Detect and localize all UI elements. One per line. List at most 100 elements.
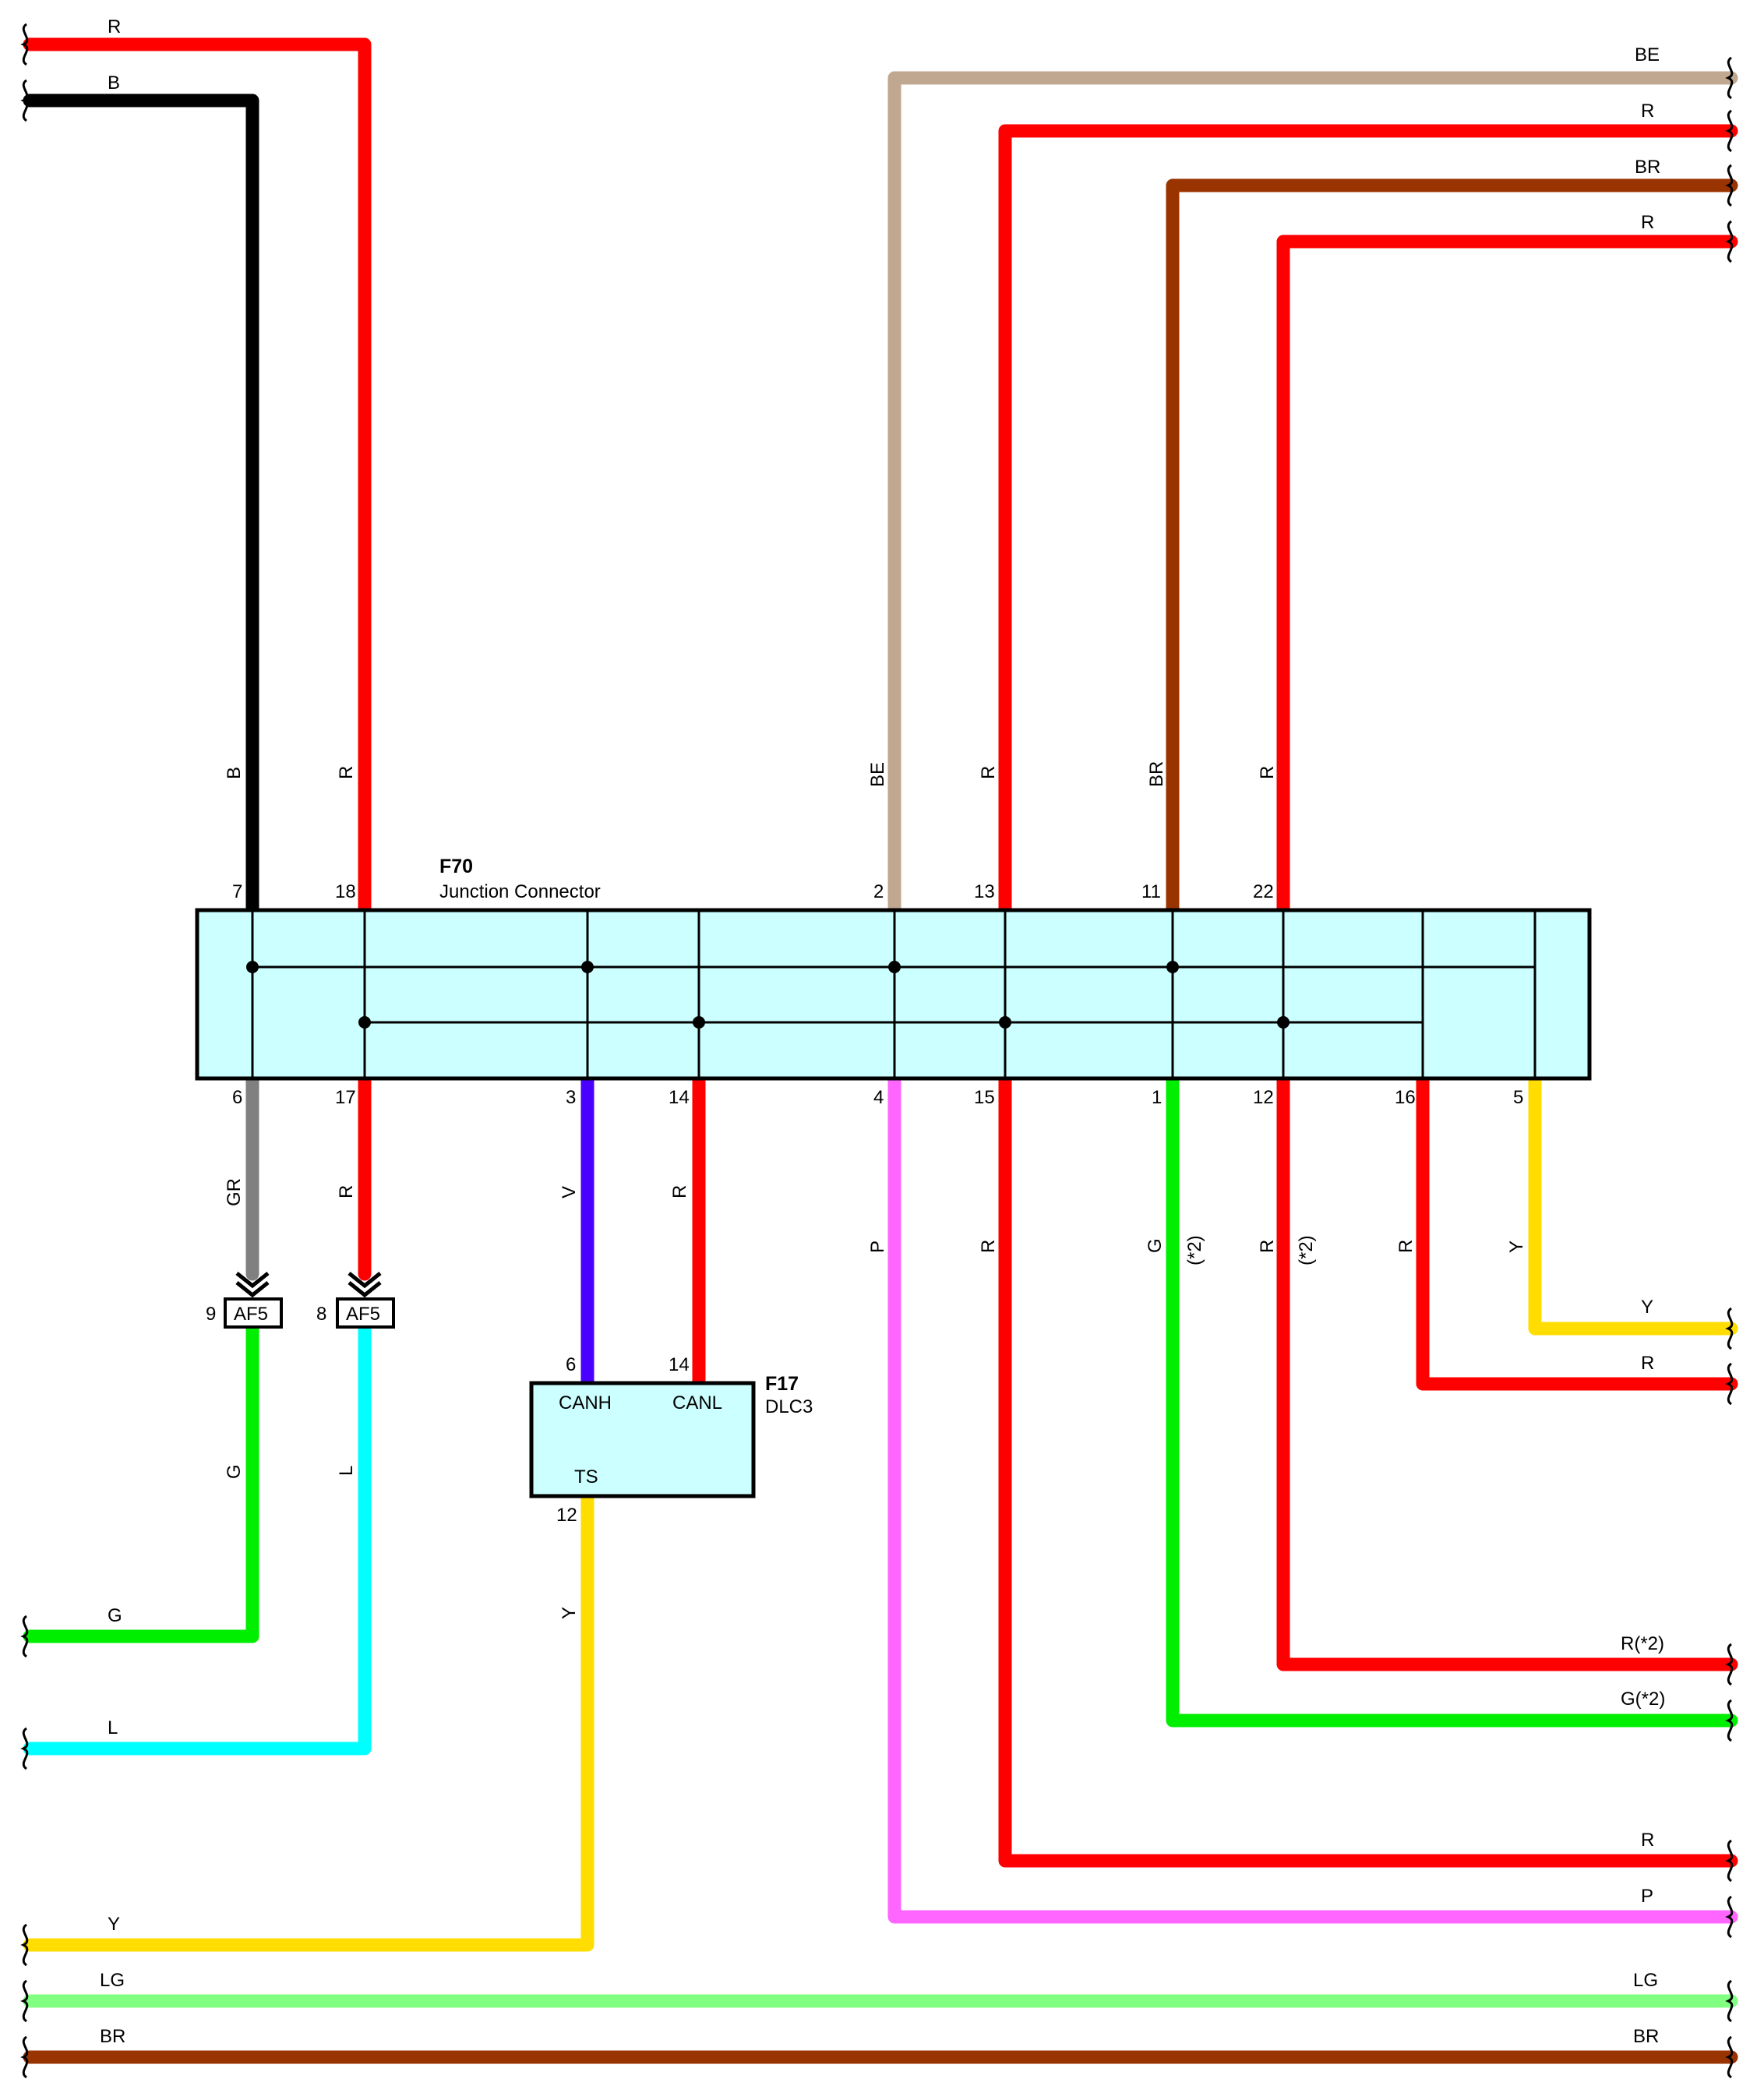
wire-label-pin5: Y: [1506, 1241, 1527, 1253]
break-right-1: [1725, 109, 1734, 153]
af5-left-chevron-1: [235, 1281, 270, 1298]
f70-pin-4: 4: [873, 1087, 884, 1108]
break-right-8: [1725, 1839, 1734, 1883]
wire-label-pin13: R: [978, 766, 999, 779]
break-left-4: [20, 1923, 29, 1967]
break-right-11: [1725, 2035, 1734, 2079]
break-right-7: [1725, 1699, 1734, 1742]
break-right-3: [1725, 220, 1734, 263]
wire-label-pin2: BE: [867, 762, 888, 787]
break-right-2: [1725, 164, 1734, 207]
f17-canl-label: CANL: [672, 1392, 722, 1414]
af5-right-label: AF5: [346, 1304, 380, 1325]
wire-label-top-right-r2: R: [1641, 212, 1654, 233]
wire-label-bottom-left-y: Y: [108, 1914, 120, 1935]
wire-label-pin1: G: [1145, 1238, 1166, 1253]
break-right-5: [1725, 1362, 1734, 1406]
break-left-2: [20, 1615, 29, 1658]
wire-af5-9-g: [23, 1320, 259, 1643]
wire-label-pin15: R: [978, 1240, 999, 1253]
wire-label-right-p: P: [1641, 1886, 1653, 1907]
wire-pin16-r: [1416, 1071, 1738, 1391]
break-right-10: [1725, 1979, 1734, 2023]
af5-pin-8: 8: [316, 1304, 326, 1325]
wire-label-pin4: P: [867, 1241, 888, 1253]
break-left-3: [20, 1727, 29, 1770]
wire-pin4-p: [887, 1071, 1738, 1924]
f70-junction-dot-6: [999, 1016, 1011, 1029]
wire-label-pin6: GR: [224, 1178, 245, 1206]
af5-pin-9: 9: [206, 1304, 216, 1325]
wire-label-ts-out: Y: [559, 1607, 580, 1619]
wire-label-right-r-low: R: [1641, 1830, 1654, 1851]
wire-pin12-r: [1276, 1071, 1738, 1671]
break-right-6: [1725, 1643, 1734, 1686]
af5-left-chevron-0: [235, 1272, 270, 1289]
wire-top-left-r: [23, 37, 372, 917]
break-right-4: [1725, 1307, 1734, 1350]
f70-pin-13: 13: [974, 881, 995, 902]
f17-pin-12: 12: [556, 1505, 577, 1526]
wire-label-pin11: BR: [1146, 761, 1167, 787]
break-left-1: [20, 79, 29, 122]
break-right-0: [1725, 56, 1734, 100]
f70-pin-5: 5: [1513, 1087, 1523, 1108]
wire-top-left-b: [23, 94, 259, 917]
wire-pin5-y: [1528, 1071, 1738, 1336]
break-left-5: [20, 1979, 29, 2023]
wire-top-right-br: [1166, 178, 1738, 917]
f70-pin-14: 14: [669, 1087, 690, 1108]
wire-label-top-right-br: BR: [1635, 157, 1660, 178]
wire-label-pin12: R: [1257, 1240, 1278, 1253]
f70-pin-1: 1: [1152, 1087, 1162, 1108]
f17-canh-label: CANH: [559, 1392, 612, 1414]
wire-label-af5-8-out: L: [336, 1466, 357, 1476]
af5-connector-right: [336, 1297, 395, 1329]
wire-label-top-left-b: B: [108, 72, 120, 94]
f70-pin-16: 16: [1395, 1087, 1416, 1108]
wire-label-right-g2: G(*2): [1621, 1689, 1665, 1710]
f17-dlc3-connector: [529, 1381, 756, 1498]
f70-pin-6: 6: [232, 1087, 242, 1108]
wire-label-left-l: L: [108, 1717, 118, 1738]
f70-pin-3: 3: [566, 1087, 576, 1108]
f70-pin-7: 7: [232, 881, 242, 902]
f70-pin-2: 2: [873, 881, 884, 902]
wire-label-pin22: R: [1257, 766, 1278, 779]
f70-pin-12: 12: [1253, 1087, 1274, 1108]
wire-label-right-r: R: [1641, 1353, 1654, 1374]
af5-left-label: AF5: [234, 1304, 268, 1325]
wire-label-top-right-r1: R: [1641, 101, 1654, 122]
wire-label-pin17: R: [336, 1185, 357, 1198]
f17-name-label: DLC3: [765, 1396, 813, 1417]
wire-ts-y: [23, 1489, 594, 1952]
f70-pin-15: 15: [974, 1087, 995, 1108]
wire-label-top-left-r: R: [108, 16, 121, 37]
wires-layer: [23, 37, 1738, 2064]
f70-pin-11: 11: [1141, 881, 1161, 902]
wire-label-br-right: BR: [1633, 2026, 1659, 2047]
wire-pin15-r: [998, 1071, 1738, 1868]
wire-label-lg-left: LG: [100, 1970, 125, 1991]
wire-label-lg-right: LG: [1633, 1970, 1658, 1991]
wire-top-right-r2: [1276, 235, 1738, 917]
f17-ts-label: TS: [574, 1466, 598, 1488]
wire-label-left-g: G: [108, 1605, 122, 1626]
f70-internal-wiring: [246, 912, 1536, 1077]
f70-junction-dot-5: [693, 1016, 705, 1029]
f70-junction-dot-4: [358, 1016, 371, 1029]
f17-pin-6: 6: [566, 1354, 576, 1375]
wire-label-pin18: R: [336, 766, 357, 779]
f70-junction-dot-1: [581, 961, 594, 973]
wire-label-pin14: R: [669, 1185, 690, 1198]
wire-label-af5-9-out: G: [224, 1464, 245, 1479]
wire-label-pin16: R: [1395, 1240, 1417, 1253]
af5-right-chevron-1: [348, 1281, 382, 1298]
wire-af5-8-l: [23, 1320, 372, 1756]
break-left-6: [20, 2035, 29, 2079]
wire-label-top-right-be: BE: [1635, 44, 1660, 65]
f70-junction-dot-2: [888, 961, 901, 973]
af5-chevrons: [235, 1272, 382, 1298]
